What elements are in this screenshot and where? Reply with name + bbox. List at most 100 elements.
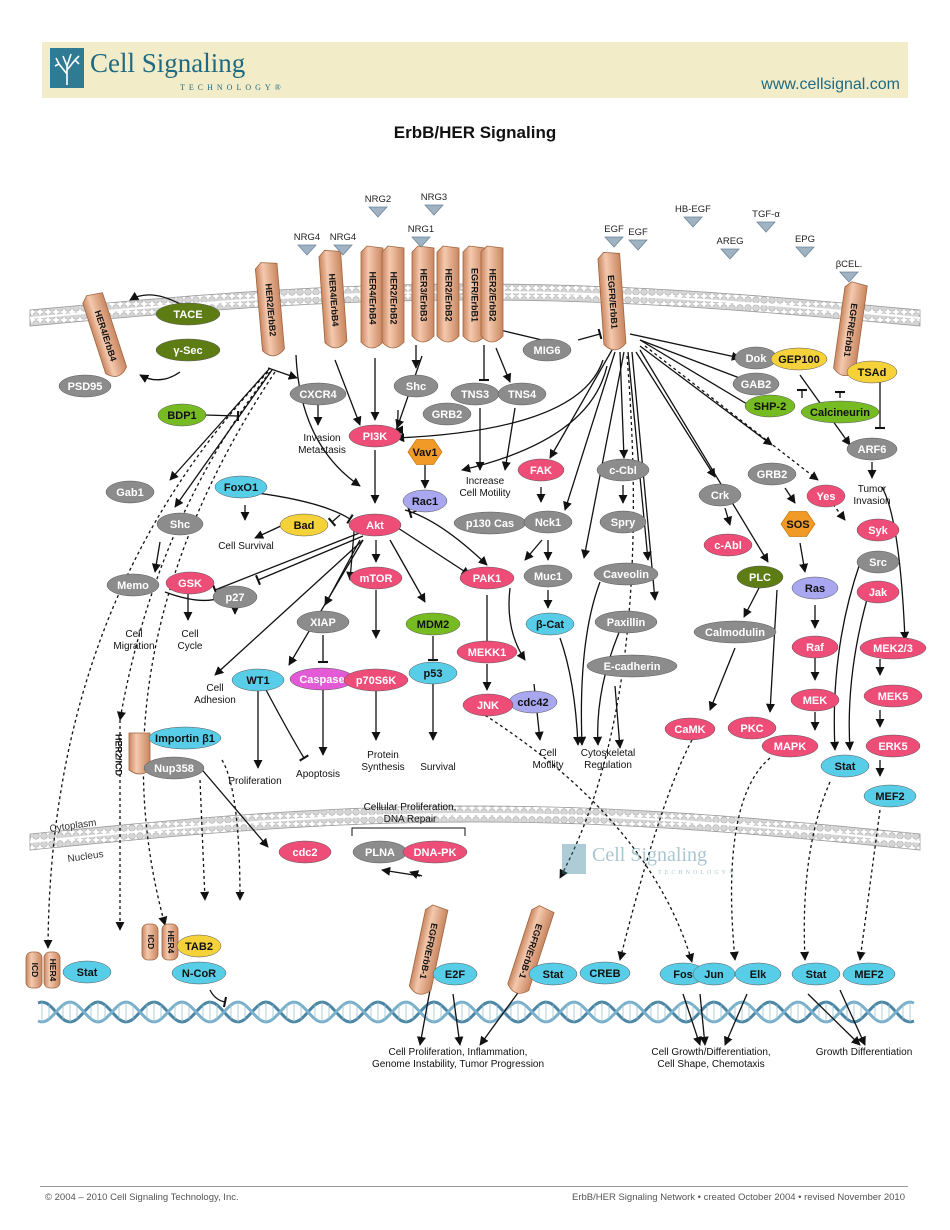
node-label: Importin β1 bbox=[155, 733, 215, 745]
node-mekk1: MEKK1 bbox=[456, 640, 518, 664]
node-plna: PLNA bbox=[352, 840, 408, 864]
node-tab2: TAB2 bbox=[176, 934, 222, 958]
node-dna-pk: DNA-PK bbox=[402, 840, 468, 864]
watermark-brand: Cell Signaling bbox=[592, 844, 707, 866]
node-nck1: Nck1 bbox=[523, 510, 573, 534]
pathway-edge bbox=[264, 687, 309, 762]
receptor-label: HER4/ErbB4 bbox=[327, 273, 341, 327]
pathway-edge bbox=[635, 351, 716, 478]
node-rac1: Rac1 bbox=[402, 489, 448, 513]
ligand-label: NRG4 bbox=[330, 232, 356, 243]
node-label: β-Cat bbox=[536, 619, 564, 631]
pathway-edge bbox=[743, 585, 761, 618]
node-nup358: Nup358 bbox=[143, 756, 205, 780]
receptor-egfr-erbb1: EGFR/ErbB1 bbox=[833, 281, 868, 376]
node-label: E-cadherin bbox=[604, 661, 661, 673]
ligand-tgf-alpha: TGF-α bbox=[752, 209, 780, 233]
node-foxo1: FoxO1 bbox=[214, 475, 268, 499]
pathway-edge bbox=[644, 345, 819, 481]
node-label: MEF2 bbox=[875, 791, 904, 803]
node-p130-cas: p130 Cas bbox=[453, 511, 527, 535]
receptor-label: HER2/ErbB2 bbox=[263, 283, 278, 337]
node-label: Ras bbox=[805, 583, 825, 595]
pathway-edge bbox=[199, 779, 210, 901]
pathway-edge bbox=[614, 685, 624, 749]
node-p53: p53 bbox=[408, 661, 458, 685]
node-stat: Stat bbox=[528, 962, 578, 986]
node-label: CXCR4 bbox=[299, 389, 337, 401]
pathway-edge bbox=[639, 339, 751, 384]
node-label: Akt bbox=[366, 520, 384, 532]
node-label: MIG6 bbox=[534, 345, 561, 357]
pathway-edge bbox=[708, 647, 736, 711]
pathway-edge bbox=[334, 359, 362, 426]
node-p27: p27 bbox=[212, 585, 258, 609]
receptor-her3-erbb3: HER3/ErbB3 bbox=[411, 245, 435, 343]
pathway-edge bbox=[479, 989, 521, 1046]
node-label: Dok bbox=[746, 353, 768, 365]
pathway-edge bbox=[204, 410, 240, 422]
node-label: SOS bbox=[786, 519, 809, 531]
node-label: BDP1 bbox=[167, 410, 196, 422]
node-label: MEK bbox=[803, 695, 828, 707]
ligand-label: EGF bbox=[628, 227, 648, 238]
pathway-edge bbox=[214, 539, 364, 676]
pathway-edge bbox=[452, 993, 464, 1046]
footer-divider bbox=[40, 1186, 908, 1187]
pathway-edge bbox=[559, 637, 583, 746]
ligand-egf: EGF bbox=[628, 227, 648, 251]
receptor-her2-erbb2: HER2/ErbB2 bbox=[436, 245, 460, 343]
pathway-edge bbox=[209, 989, 228, 1008]
nuclear-receptor-label: ICD bbox=[30, 963, 40, 978]
pathway-edge bbox=[549, 349, 613, 459]
pathway-edge bbox=[221, 759, 245, 901]
node-elk: Elk bbox=[734, 962, 782, 986]
node-wt1: WT1 bbox=[231, 668, 285, 692]
node-label: Crk bbox=[711, 490, 730, 502]
node-bad: Bad bbox=[279, 513, 329, 537]
node-label: MEF2 bbox=[854, 969, 883, 981]
node-vav1: Vav1 bbox=[407, 439, 443, 465]
node-label: Stat bbox=[835, 761, 856, 773]
pathway-edge bbox=[169, 367, 271, 481]
node-label: CREB bbox=[589, 968, 620, 980]
node-importin-beta1: Importin β1 bbox=[148, 726, 222, 750]
node-cdc42: cdc42 bbox=[508, 690, 558, 714]
node-gsk: GSK bbox=[165, 571, 215, 595]
website-link[interactable]: www.cellsignal.com bbox=[761, 76, 900, 93]
node-label: p27 bbox=[226, 592, 245, 604]
node-fak: FAK bbox=[517, 458, 565, 482]
node-erk5: ERK5 bbox=[865, 734, 921, 758]
node-label: Yes bbox=[817, 491, 836, 503]
pathway-edge bbox=[577, 328, 603, 341]
node-gab2: GAB2 bbox=[732, 372, 780, 396]
node-n-cor: N-CoR bbox=[171, 961, 227, 985]
pathway-edge bbox=[524, 539, 543, 561]
pathway-edge bbox=[409, 870, 423, 879]
brand-name: Cell Signaling bbox=[90, 48, 246, 78]
node-label: FAK bbox=[530, 465, 552, 477]
ligand-label: NRG1 bbox=[408, 224, 434, 235]
node-xiap: XIAP bbox=[296, 610, 350, 634]
node-label: E2F bbox=[445, 969, 465, 981]
ligand-nrg1: NRG1 bbox=[408, 224, 434, 248]
node-label: XIAP bbox=[310, 617, 336, 629]
node-label: Paxillin bbox=[607, 617, 646, 629]
node-jak: Jak bbox=[856, 580, 900, 604]
node-e-cadherin: E-cadherin bbox=[586, 654, 678, 678]
node-label: Rac1 bbox=[412, 496, 438, 508]
node-gep100: GEP100 bbox=[770, 347, 828, 371]
node-label: TNS3 bbox=[461, 389, 489, 401]
node-p70s6k: p70S6K bbox=[343, 668, 409, 692]
outcome-survival: Survival bbox=[420, 762, 456, 773]
node-label: Vav1 bbox=[412, 447, 437, 459]
node-label: Spry bbox=[611, 517, 636, 529]
ligand-nrg4: NRG4 bbox=[330, 232, 356, 256]
outcome-cellular-proliferation-dna-repair: Cellular Proliferation,DNA Repair bbox=[364, 802, 457, 825]
ligand-nrg2: NRG2 bbox=[365, 194, 391, 218]
pathway-edge bbox=[639, 345, 773, 446]
outcome-proliferation: Proliferation bbox=[228, 776, 281, 787]
